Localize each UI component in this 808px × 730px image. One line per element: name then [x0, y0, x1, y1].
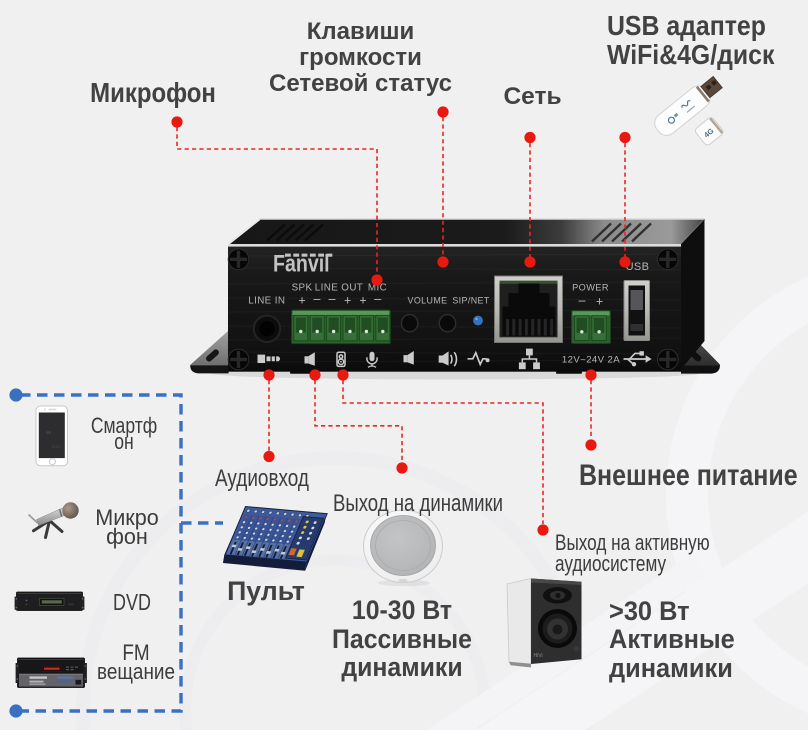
svg-text:–: – — [329, 292, 336, 306]
svg-text:+: + — [359, 294, 366, 308]
svg-text:VOLUME: VOLUME — [408, 296, 448, 306]
svg-text:–: – — [579, 294, 586, 308]
svg-text:LINE IN: LINE IN — [248, 296, 285, 307]
svg-text:5:20: 5:20 — [52, 444, 61, 449]
svg-text:+: + — [344, 294, 351, 308]
svg-text:Mi: Mi — [46, 430, 51, 435]
svg-text:+: + — [596, 295, 603, 309]
svg-text:12V~24V 2A: 12V~24V 2A — [562, 355, 620, 366]
svg-text:MIC: MIC — [368, 283, 387, 294]
svg-text:+: + — [298, 294, 305, 308]
svg-text:HiVi: HiVi — [534, 653, 543, 659]
svg-text:POWER: POWER — [572, 283, 609, 293]
svg-text:–: – — [314, 292, 321, 306]
svg-text:–: – — [374, 292, 381, 306]
svg-text:USB: USB — [626, 261, 650, 273]
svg-text:SPK: SPK — [292, 283, 313, 294]
svg-text:Fanvil: Fanvil — [273, 249, 330, 277]
svg-text:SIP/NET: SIP/NET — [452, 296, 489, 306]
svg-text:LINE OUT: LINE OUT — [315, 283, 363, 294]
